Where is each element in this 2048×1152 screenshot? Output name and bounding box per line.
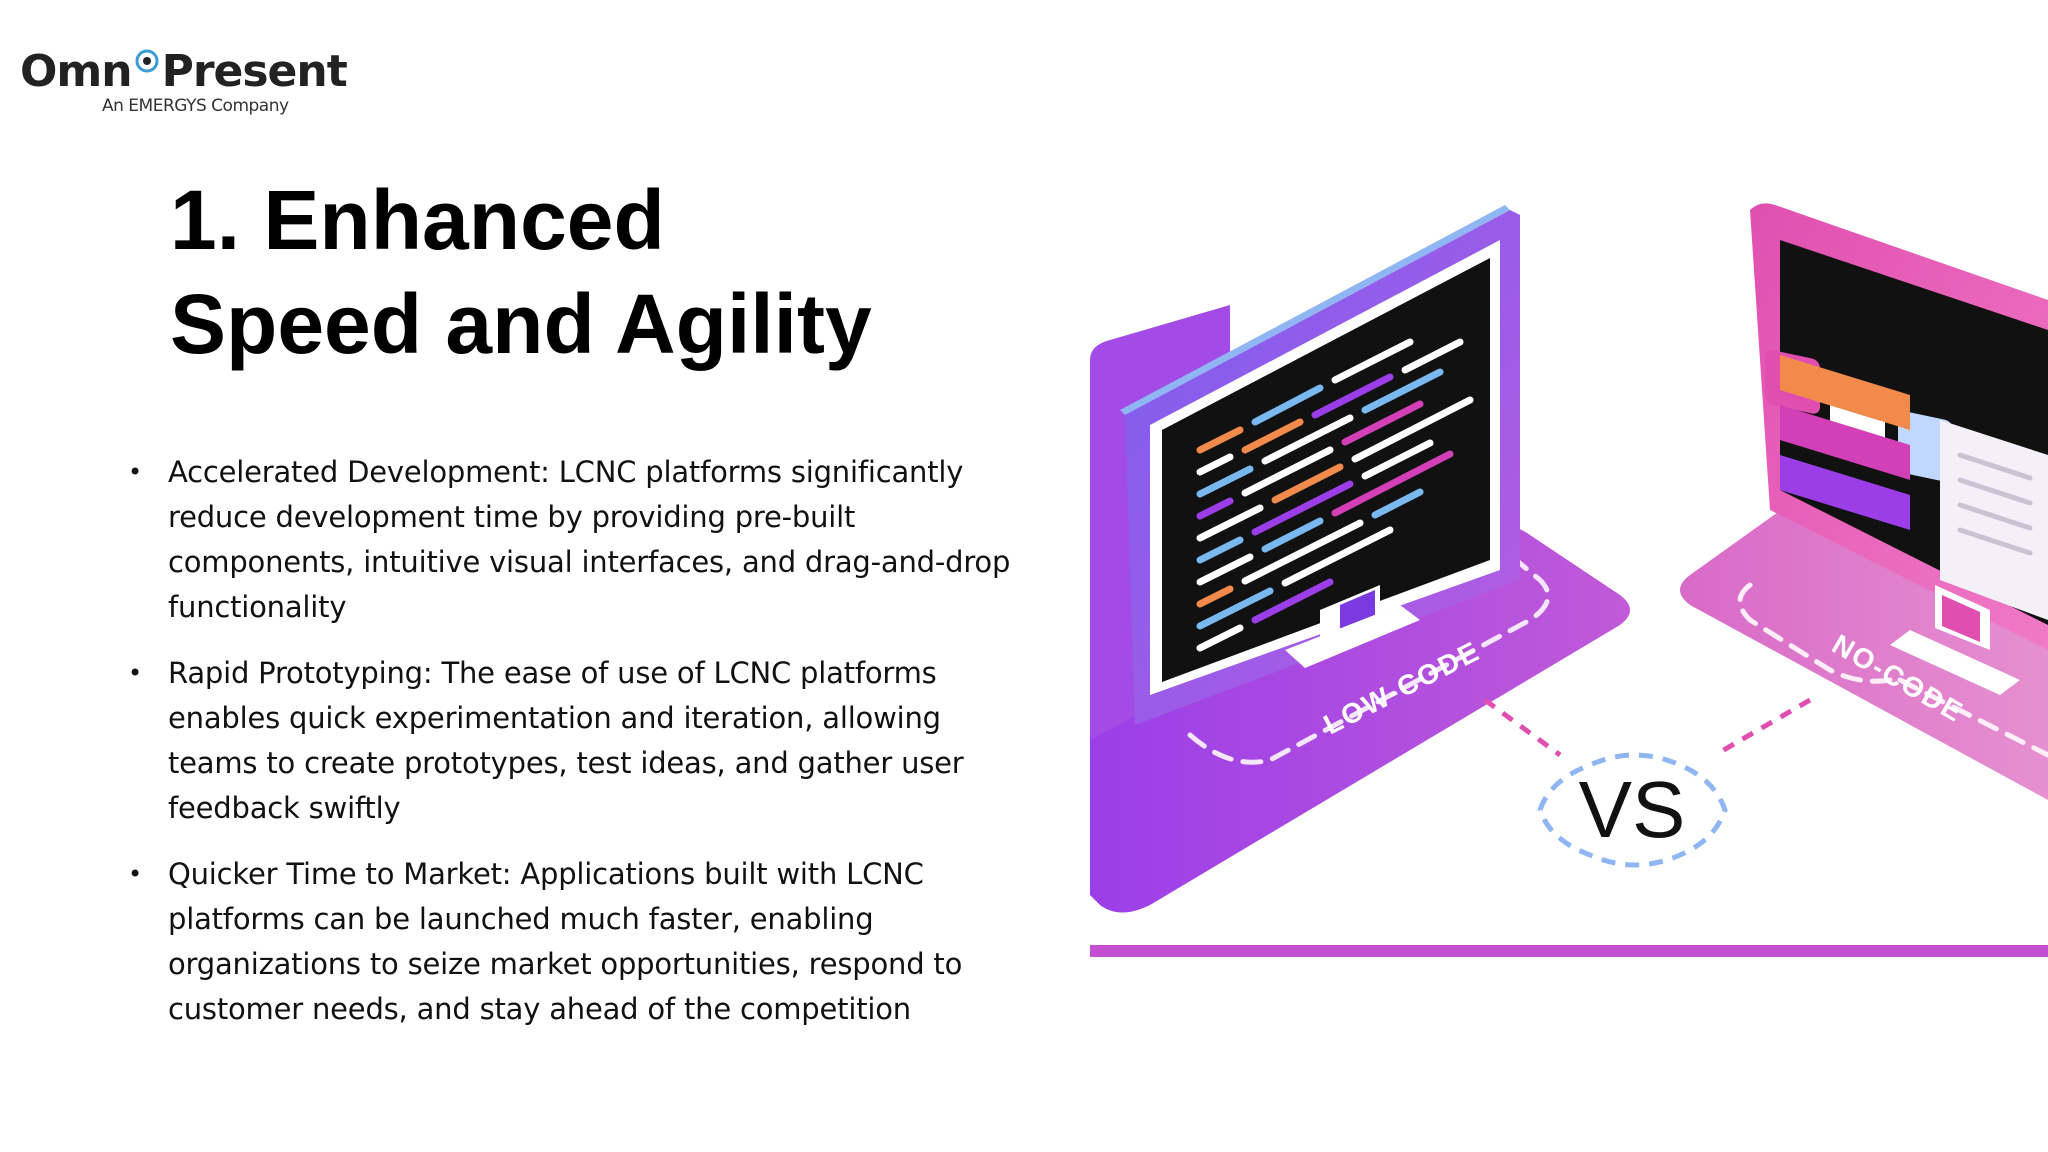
low-code-monitor (1120, 205, 1520, 725)
vs-badge (1483, 697, 1812, 868)
logo-wordmark: Omn Present (20, 44, 348, 100)
bullet-dot-icon: • (128, 659, 142, 687)
slide-title: 1. Enhanced Speed and Agility (170, 168, 872, 376)
list-item: • Accelerated Development: LCNC platform… (128, 450, 1028, 630)
low-code-vs-no-code-illustration: LOW-CODE NO-CODE VS (1090, 203, 2048, 957)
bullet-list: • Accelerated Development: LCNC platform… (128, 450, 1028, 1053)
logo-name-left: Omn (20, 46, 133, 97)
bullet-text: Quicker Time to Market: Applications bui… (168, 857, 963, 1026)
bullet-dot-icon: • (128, 458, 142, 486)
accent-bar (1090, 945, 2048, 957)
eye-icon (135, 49, 159, 73)
title-line-1: 1. Enhanced (170, 173, 665, 267)
bullet-text: Accelerated Development: LCNC platforms … (168, 455, 1011, 624)
bullet-text: Rapid Prototyping: The ease of use of LC… (168, 656, 964, 825)
bullet-dot-icon: • (128, 860, 142, 888)
logo-name-right: Present (161, 46, 348, 97)
logo-tagline: An EMERGYS Company (102, 96, 289, 116)
list-item: • Quicker Time to Market: Applications b… (128, 852, 1028, 1032)
list-item: • Rapid Prototyping: The ease of use of … (128, 651, 1028, 831)
title-line-2: Speed and Agility (170, 277, 872, 371)
vs-label: VS (1579, 765, 1686, 854)
no-code-monitor (1750, 203, 2048, 695)
company-logo: Omn Present An EMERGYS Company (20, 44, 348, 124)
